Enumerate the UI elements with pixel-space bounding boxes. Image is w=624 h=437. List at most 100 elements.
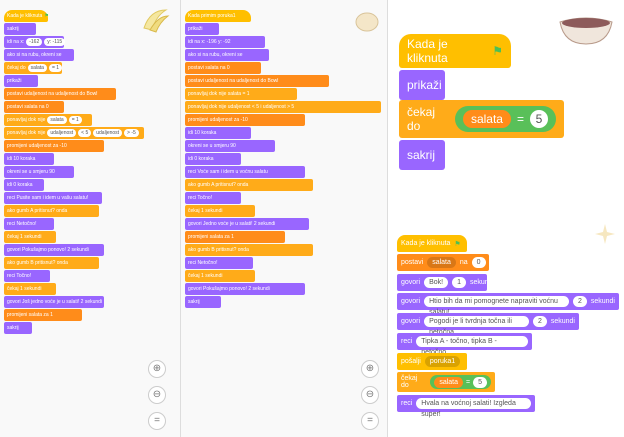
when-flag-clicked-hat[interactable]: Kada je kliknuta⚑ xyxy=(399,34,511,68)
code-block[interactable]: promijeni salata za 1 xyxy=(4,309,82,321)
var-salata[interactable]: salata xyxy=(434,376,463,388)
code-block[interactable]: reci Pusite sam i idem u vašu salatu! xyxy=(4,192,102,204)
block-input[interactable]: udaljenost xyxy=(93,129,123,137)
code-block[interactable]: Kada primim poruka1 xyxy=(185,10,251,22)
script-area-right[interactable]: Kada je kliknuta⚑ prikaži čekaj do salat… xyxy=(388,0,624,437)
number-input[interactable]: 5 xyxy=(530,110,548,128)
code-block[interactable]: ponavljaj dok nije salata = 1 xyxy=(185,88,297,100)
secs-input[interactable]: 2 xyxy=(572,296,587,307)
say-text-input[interactable]: Tipka A - točno, tipka B - netočno xyxy=(416,336,528,356)
var-dropdown[interactable]: salata xyxy=(427,257,456,268)
code-block[interactable]: postavi salata na 0 xyxy=(4,101,64,113)
code-block[interactable]: prikaži xyxy=(185,23,219,35)
code-block[interactable]: ako gumb B pritisnut? onda xyxy=(185,244,313,256)
block-input[interactable]: > -5 xyxy=(124,129,139,137)
say-for-secs-block-2[interactable]: govori Htio bih da mi pomognete napravit… xyxy=(397,293,619,316)
say-text-input[interactable]: Pogodi je li tvrdnja točna ili netočna. xyxy=(424,316,529,336)
code-block[interactable]: idi 10 koraka xyxy=(185,127,251,139)
block-label: idi na x: -196 y: -92 xyxy=(188,39,231,45)
code-block[interactable]: sakrij xyxy=(4,23,36,35)
show-block[interactable]: prikaži xyxy=(399,70,445,100)
code-block[interactable]: reci Netočno! xyxy=(4,218,54,230)
code-block[interactable]: okreni se u smjeru 90 xyxy=(185,140,275,152)
block-input[interactable]: y: -115 xyxy=(44,38,66,46)
wait-until-block[interactable]: čekaj do salata = 5 xyxy=(399,100,564,138)
code-block[interactable]: Kada je kliknuta⚑ xyxy=(4,10,49,22)
code-block[interactable]: ako si na rubu, okreni se xyxy=(4,49,74,61)
zoom-out-button[interactable]: ⊖ xyxy=(148,386,166,404)
set-variable-block[interactable]: postavi salata na 0 xyxy=(397,254,489,271)
say-text-input[interactable]: Bok! xyxy=(424,277,449,288)
block-input[interactable]: = 1 xyxy=(68,116,82,124)
code-block[interactable]: postavi udaljenost na udaljenost do Bowl xyxy=(4,88,116,100)
equals-operator[interactable]: salata = 5 xyxy=(430,375,491,389)
block-input[interactable]: udaljenost xyxy=(47,129,77,137)
code-block[interactable]: idi 0 koraka xyxy=(185,153,241,165)
number-input[interactable]: 5 xyxy=(473,376,487,388)
code-block[interactable]: postavi udaljenost na udaljenost do Bowl xyxy=(185,75,329,87)
code-block[interactable]: čekaj 1 sekundi xyxy=(185,270,255,282)
equals-operator[interactable]: salata = 5 xyxy=(454,106,556,132)
block-input[interactable]: < 5 xyxy=(78,129,92,137)
block-input[interactable]: salata xyxy=(27,64,47,72)
secs-input[interactable]: 2 xyxy=(532,316,547,327)
code-block[interactable]: reci Voće sam i idem u voćnu salatu xyxy=(185,166,305,178)
zoom-reset-button[interactable]: = xyxy=(148,412,166,430)
block-input[interactable]: = 1 xyxy=(48,64,63,72)
say-for-secs-block-1[interactable]: govori Bok! 1 sekundi xyxy=(397,274,494,291)
zoom-out-button[interactable]: ⊖ xyxy=(361,386,379,404)
code-block[interactable]: čekaj 1 sekundi xyxy=(185,205,255,217)
code-block[interactable]: postavi salata na 0 xyxy=(185,62,261,74)
code-block[interactable]: idi 10 koraka xyxy=(4,153,54,165)
code-block[interactable]: sakrij xyxy=(4,322,32,334)
code-block[interactable]: promijeni udaljenost za -10 xyxy=(185,114,305,126)
code-block[interactable]: sakrij xyxy=(185,296,221,308)
code-block[interactable]: ako gumb A pritisnut? onda xyxy=(4,205,99,217)
when-flag-clicked-hat-2[interactable]: Kada je kliknuta⚑ xyxy=(397,235,467,252)
code-block[interactable]: ako gumb B pritisnut? onda xyxy=(4,257,99,269)
code-block[interactable]: okreni se u smjeru 90 xyxy=(4,166,74,178)
say-for-secs-block-3[interactable]: govori Pogodi je li tvrdnja točna ili ne… xyxy=(397,313,579,336)
code-block[interactable]: reci Točno! xyxy=(185,192,241,204)
set-value-input[interactable]: 0 xyxy=(471,257,486,268)
code-block[interactable]: govori Pokušajmo ponovo! 2 sekundi xyxy=(4,244,104,256)
code-block[interactable]: čekaj 1 sekundi xyxy=(4,283,56,295)
code-block[interactable]: govori Još jedno voće je u salati! 2 sek… xyxy=(4,296,104,308)
code-block[interactable]: govori Pokušajmo ponovo! 2 sekundi xyxy=(185,283,305,295)
zoom-in-button[interactable]: ⊕ xyxy=(148,360,166,378)
code-block[interactable]: ponavljaj dok nije udaljenost < 5 i udal… xyxy=(185,101,381,113)
wait-until-block-2[interactable]: čekaj do salata = 5 xyxy=(397,372,495,392)
message-dropdown[interactable]: poruka1 xyxy=(424,356,461,367)
block-label: postavi udaljenost na udaljenost do Bowl xyxy=(188,78,279,84)
block-input[interactable]: -162 xyxy=(26,38,43,46)
secs-input[interactable]: 1 xyxy=(452,277,466,288)
broadcast-block[interactable]: pošalji poruka1 xyxy=(397,353,467,370)
block-label: promijeni udaljenost za -10 xyxy=(188,117,248,123)
code-block[interactable]: promijeni udaljenost za -10 xyxy=(4,140,104,152)
code-block[interactable]: reci Točno! xyxy=(4,270,50,282)
say-block-5[interactable]: reci Hvala na voćnoj salati! Izgleda sup… xyxy=(397,395,535,418)
block-input[interactable]: salata xyxy=(47,116,67,124)
code-block[interactable]: idi 0 koraka xyxy=(4,179,44,191)
code-block[interactable]: prikaži xyxy=(4,75,38,87)
code-block[interactable]: idi na x: -196 y: -92 xyxy=(185,36,265,48)
code-block[interactable]: reci Netočno! xyxy=(185,257,253,269)
zoom-reset-button[interactable]: = xyxy=(361,412,379,430)
zoom-in-button[interactable]: ⊕ xyxy=(361,360,379,378)
hide-block[interactable]: sakrij xyxy=(399,140,445,170)
code-block[interactable]: govori Jedno voće je u salati! 2 sekundi xyxy=(185,218,309,230)
code-block[interactable]: promijeni salata za 1 xyxy=(185,231,285,243)
say-text-input[interactable]: Hvala na voćnoj salati! Izgleda super! xyxy=(416,398,531,418)
code-block[interactable]: čekaj 1 sekundi xyxy=(4,231,56,243)
var-salata[interactable]: salata xyxy=(462,110,511,128)
code-block[interactable]: ako gumb A pritisnut? onda xyxy=(185,179,313,191)
code-block[interactable]: ako si na rubu, okreni se xyxy=(185,49,269,61)
say-text-input[interactable]: Htio bih da mi pomognete napraviti voćnu… xyxy=(424,296,569,316)
say-block-4[interactable]: reci Tipka A - točno, tipka B - netočno xyxy=(397,333,532,356)
